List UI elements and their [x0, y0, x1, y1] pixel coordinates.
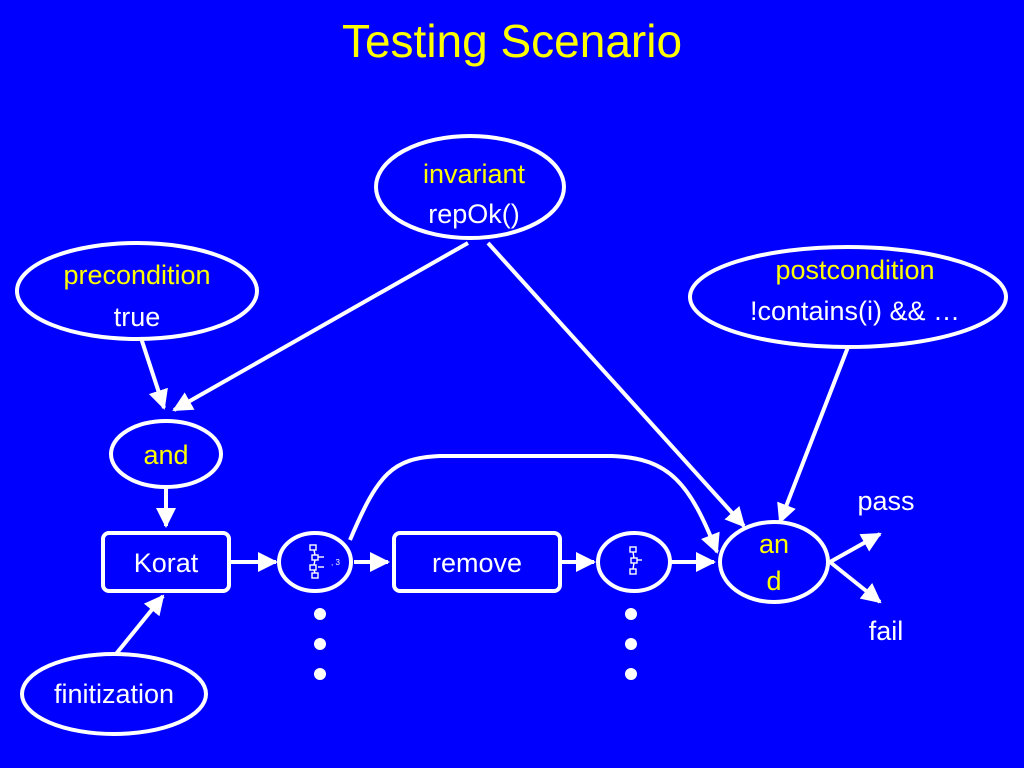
finitization-node: finitization: [20, 652, 208, 736]
precondition-value: true: [114, 302, 161, 332]
edge-invariant-to-and-right: [486, 241, 746, 528]
invariant-label: invariant: [423, 159, 526, 189]
postcondition-label: postcondition: [775, 255, 934, 285]
input-structure-node: , 3: [277, 531, 353, 593]
invariant-method: repOk(): [428, 199, 520, 229]
and-right-node: an d: [718, 520, 830, 604]
and-right-label-line2: d: [766, 566, 781, 596]
fail-label: fail: [869, 616, 904, 646]
invariant-node: invariant repOk(): [374, 134, 566, 240]
remove-label: remove: [432, 548, 522, 578]
edge-and-right-to-fail: [828, 560, 882, 604]
remove-node: remove: [392, 531, 562, 593]
and-right-label-line1: an: [759, 529, 789, 559]
edge-precondition-to-and: [139, 337, 168, 410]
linked-list-icon: [309, 544, 324, 579]
edge-input-bypass-to-and-right: [348, 454, 720, 554]
and-left-label: and: [143, 440, 188, 470]
precondition-label: precondition: [63, 260, 210, 290]
finitization-label: finitization: [54, 679, 174, 709]
edge-finitization-to-korat: [114, 594, 165, 656]
linked-list-icon: [629, 546, 642, 575]
output-structure-node: [596, 531, 672, 593]
postcondition-value: !contains(i) && …: [750, 296, 960, 326]
korat-node: Korat: [101, 531, 231, 593]
edge-postcondition-to-and-right: [777, 346, 850, 524]
pass-label: pass: [857, 486, 914, 516]
output-ellipsis-dots: [625, 608, 637, 680]
postcondition-node: postcondition !contains(i) && …: [688, 245, 1008, 349]
input-ellipsis-dots: [314, 608, 326, 680]
input-annotation: , 3: [331, 558, 340, 567]
edge-and-right-to-pass: [829, 532, 882, 564]
korat-label: Korat: [134, 548, 199, 578]
and-left-node: and: [109, 419, 223, 489]
slide-title: Testing Scenario: [341, 15, 683, 67]
edge-invariant-to-and: [172, 241, 469, 412]
precondition-node: precondition true: [15, 241, 259, 341]
